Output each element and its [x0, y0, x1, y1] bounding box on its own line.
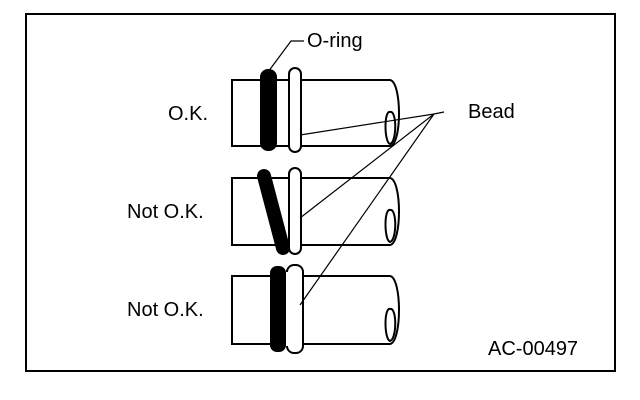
figure-frame [25, 13, 616, 372]
bead-leader-over-bead [299, 113, 435, 306]
pipe-body [231, 275, 400, 345]
oring-leader [267, 40, 304, 73]
pipe-body [231, 79, 400, 147]
bead-ring [288, 167, 302, 255]
pipe-end-ring [384, 208, 397, 244]
pipe-end-ring [384, 307, 397, 343]
ok-label: O.K. [168, 103, 209, 125]
leader-lines [267, 40, 445, 306]
oring-label: O-ring [307, 30, 363, 52]
pipe-end-ring [384, 110, 397, 146]
bead-ring [288, 67, 302, 153]
figure-code: AC-00497 [488, 338, 579, 360]
oring-seated [260, 69, 277, 151]
bead-label: Bead [468, 101, 515, 123]
bead-leader-tilted [299, 113, 435, 219]
pipe-not-ok-tilted [231, 167, 400, 255]
not-ok-over-bead-label: Not O.K. [127, 299, 204, 321]
pipe-not-ok-over-bead [231, 264, 400, 354]
not-ok-tilted-label: Not O.K. [127, 201, 204, 223]
bead-ring [286, 264, 304, 354]
oring-over-bead [270, 266, 286, 352]
pipe-ok [231, 67, 400, 153]
oring-tilted [257, 169, 290, 255]
pipe-body [231, 177, 400, 246]
bead-leader-tick [433, 111, 445, 115]
bead-leader-ok [299, 113, 435, 136]
